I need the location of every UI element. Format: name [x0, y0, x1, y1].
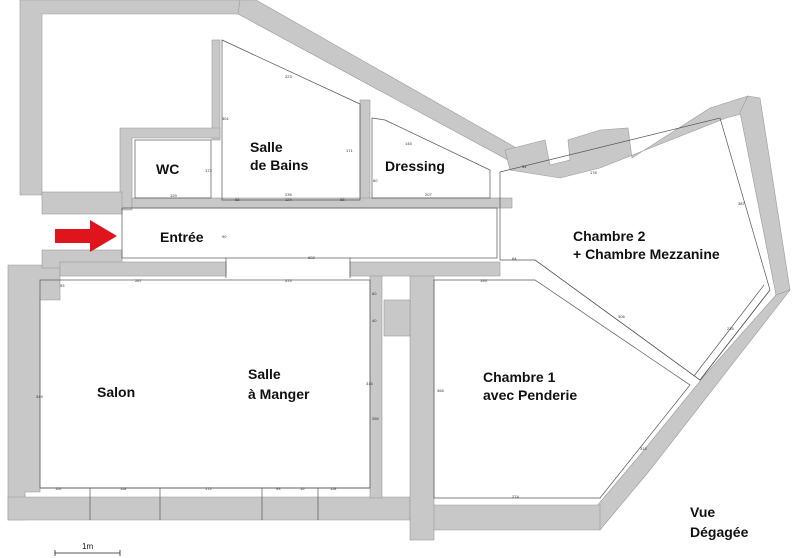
dim: 267	[135, 278, 142, 283]
dim: 93	[276, 486, 281, 491]
dim: 368	[437, 388, 444, 393]
dim: 145	[405, 141, 412, 146]
dim: 15	[300, 486, 305, 491]
annotation-vue-line1: Vue	[690, 504, 716, 520]
dim: 349	[36, 394, 43, 399]
dim: 129	[170, 193, 177, 198]
dim: 574	[285, 278, 292, 283]
dim: 216	[727, 326, 734, 331]
room-label-chambre1-line2: avec Penderie	[483, 387, 578, 403]
annotation-vue-line2: Dégagée	[690, 524, 749, 540]
dim: 68	[340, 197, 345, 202]
dim: 315	[366, 381, 373, 386]
dim: 178	[590, 170, 597, 175]
dim: 173	[205, 168, 212, 173]
dim: 387	[738, 201, 745, 206]
dim: 207	[425, 192, 432, 197]
room-label-salle-a-manger-line1: Salle	[248, 366, 281, 382]
dim: 110	[55, 486, 62, 491]
room-label-salon: Salon	[97, 384, 136, 400]
dim: 60	[373, 178, 378, 183]
dim: 171	[346, 148, 353, 153]
room-label-dressing: Dressing	[385, 158, 445, 174]
room-label-entree: Entrée	[160, 229, 204, 245]
scale-label: 1m	[82, 542, 94, 551]
dim: 602	[308, 255, 315, 260]
room-label-chambre2-line2: + Chambre Mezzanine	[573, 246, 720, 262]
dim: 193	[480, 278, 487, 283]
dim: 93	[60, 283, 65, 288]
room-label-salle-de-bains-line1: Salle	[250, 139, 283, 155]
dim: 301	[222, 116, 229, 121]
dim: 64	[512, 256, 517, 261]
dim: 223	[285, 74, 292, 79]
dim: 124	[285, 197, 292, 202]
dim: 118	[330, 486, 337, 491]
room-label-wc: WC	[156, 161, 180, 177]
dim: 40	[372, 318, 377, 323]
interior-lines	[39, 39, 771, 520]
walls	[7, 0, 791, 541]
scale-bar	[54, 550, 121, 556]
dim: 118	[120, 486, 127, 491]
room-label-salle-a-manger-line2: à Manger	[248, 386, 310, 402]
dim: 54	[522, 164, 527, 169]
dimension-labels: 129 223 301 171 235 124 68 68 145 207 60…	[36, 74, 745, 499]
entry-arrow-icon	[55, 220, 117, 252]
room-label-chambre2-line1: Chambre 2	[573, 228, 646, 244]
dim: 235	[285, 192, 292, 197]
dim: 60	[372, 291, 377, 296]
dim: 68	[235, 197, 240, 202]
dim: 356	[372, 416, 379, 421]
dim: 313	[640, 446, 647, 451]
dim: 274	[512, 494, 519, 499]
dim: 306	[618, 314, 625, 319]
room-label-salle-de-bains-line2: de Bains	[250, 157, 309, 173]
room-label-chambre1-line1: Chambre 1	[483, 369, 556, 385]
dim: 172	[205, 486, 212, 491]
dim: 90	[222, 234, 227, 239]
